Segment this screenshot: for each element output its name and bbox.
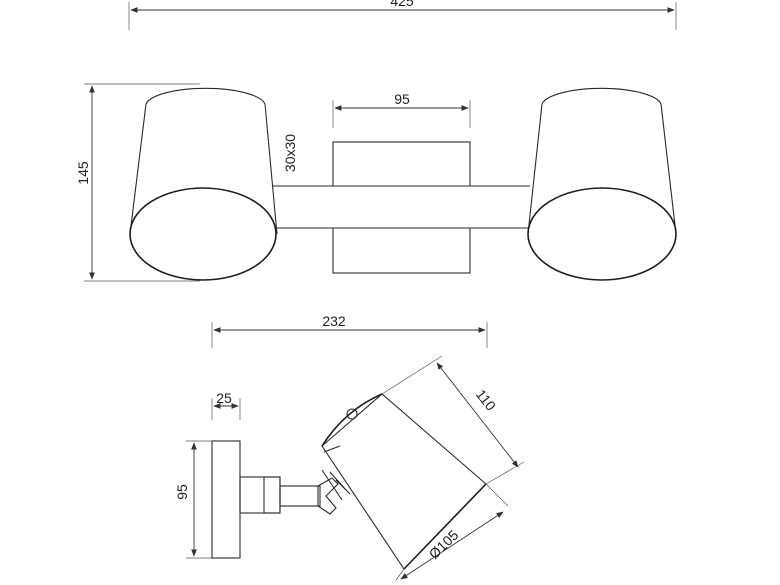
label-plate-depth: 25 [216, 390, 232, 406]
dimension-side-plate-height: 95 [174, 440, 212, 559]
label-total-width: 425 [390, 0, 414, 9]
dimension-projection: 232 [211, 313, 488, 348]
swivel-joint [317, 408, 358, 515]
arm-stem [279, 485, 321, 507]
side-view: 232 25 95 [174, 313, 525, 581]
label-shade-length: 110 [473, 386, 499, 414]
arm-block [239, 476, 281, 514]
dimension-plate-depth: 25 [211, 390, 241, 420]
dimension-height: 145 [75, 83, 200, 282]
label-plate-width: 95 [394, 91, 410, 107]
front-view: 425 145 30x30 95 [75, 0, 677, 282]
dimension-shade-length: 110 [381, 355, 525, 485]
arm-block-collar [263, 476, 281, 514]
label-side-plate-height: 95 [174, 484, 190, 500]
dimension-total-width: 425 [128, 0, 677, 30]
left-lamp-shade [129, 87, 278, 281]
label-shade-diameter: Ø105 [426, 527, 462, 562]
label-arm-section: 30x30 [282, 134, 298, 172]
dimension-shade-diameter: Ø105 [395, 483, 509, 581]
side-wall-plate [211, 440, 241, 559]
horizontal-arm [272, 185, 530, 229]
label-projection: 232 [322, 313, 346, 329]
dimension-plate-width: 95 [332, 91, 471, 128]
label-height: 145 [75, 161, 91, 185]
right-lamp-shade [527, 87, 677, 281]
side-lamp-shade [321, 393, 487, 570]
